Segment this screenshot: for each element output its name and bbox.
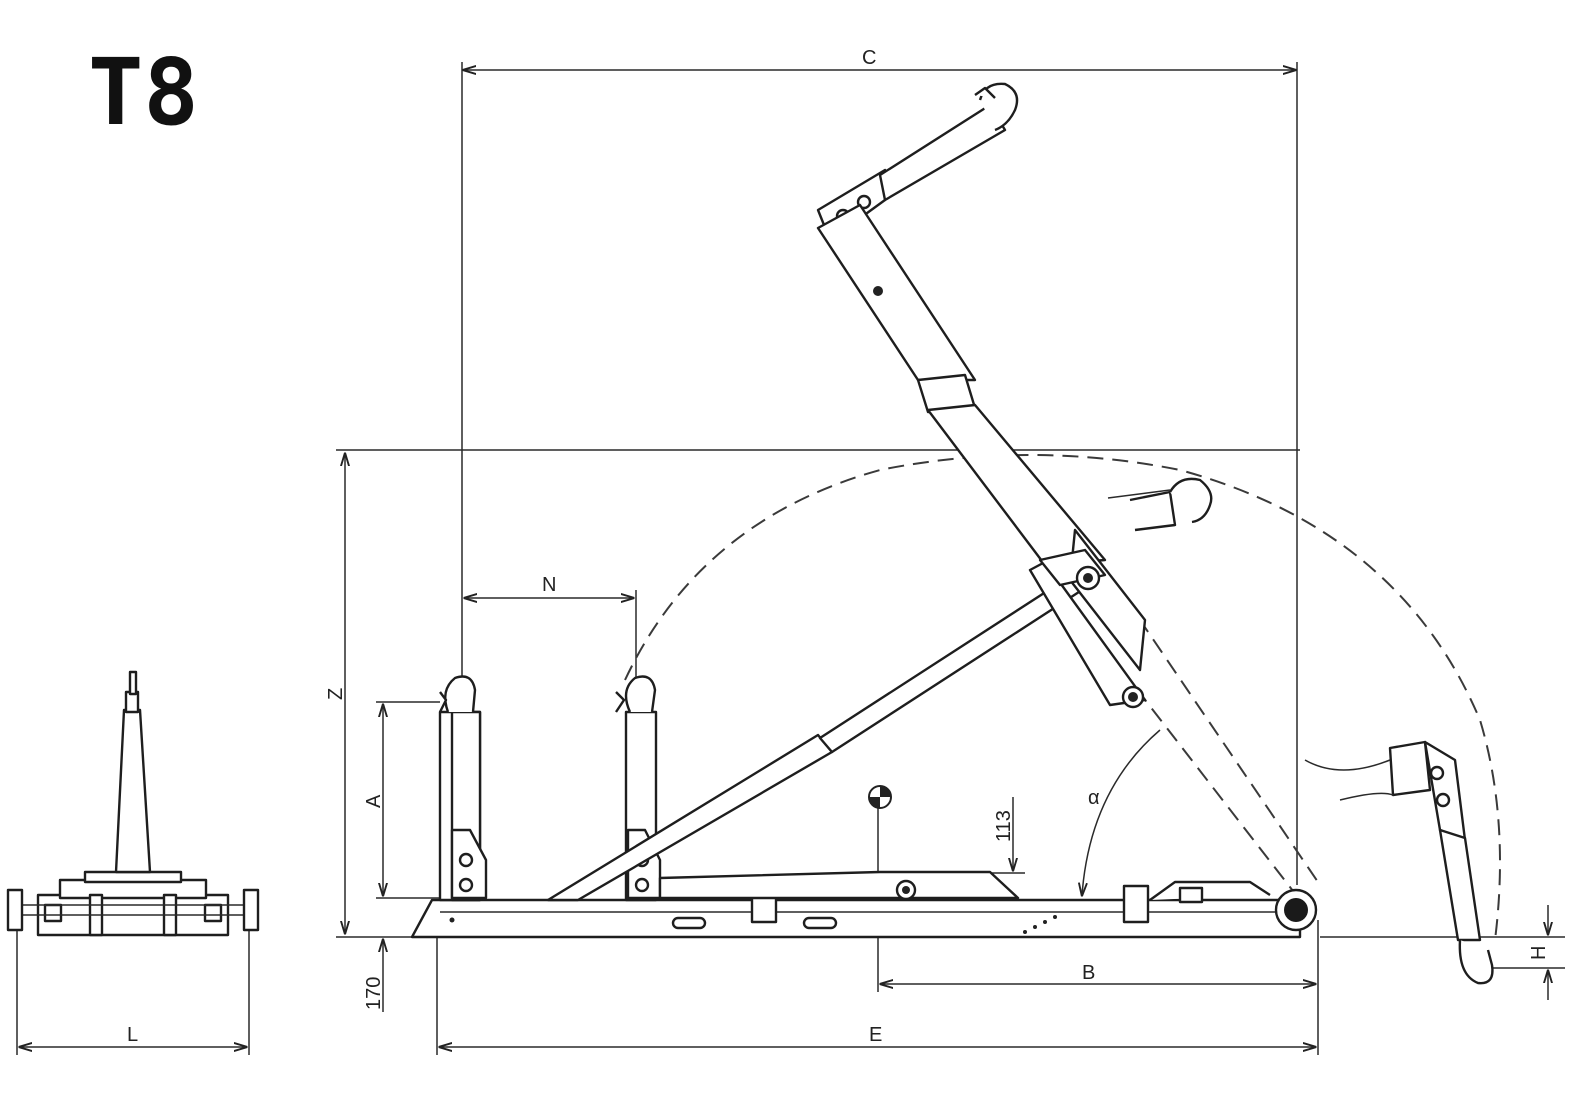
model-title: T8 xyxy=(88,39,199,146)
center-of-gravity-icon xyxy=(868,785,892,809)
hooklift-arm-raised xyxy=(816,82,1147,709)
angle-alpha: α xyxy=(1082,729,1161,895)
hook-intermediate-position xyxy=(1107,477,1213,532)
front-post-left xyxy=(438,675,488,902)
dim-label-b: B xyxy=(1082,962,1095,984)
front-view xyxy=(6,670,260,937)
dim-label-a: A xyxy=(363,794,385,808)
dim-label-h: H xyxy=(1528,946,1550,960)
rear-pivot-roller xyxy=(1149,880,1318,932)
slide-plate xyxy=(658,870,1020,901)
dimension-170: 170 xyxy=(336,936,430,1012)
dimension-a: A xyxy=(363,701,445,899)
dimension-l: L xyxy=(16,920,250,1055)
dim-label-e: E xyxy=(869,1024,882,1046)
dim-label-z: Z xyxy=(325,688,347,700)
dimension-z: Z xyxy=(325,449,1300,933)
dimension-h: H xyxy=(1320,905,1565,1000)
dim-label-l: L xyxy=(127,1024,138,1046)
dim-label-170: 170 xyxy=(363,977,385,1010)
hooklift-arm-lowered xyxy=(1304,740,1494,985)
dim-label-n: N xyxy=(542,574,556,596)
hydraulic-cylinder xyxy=(546,573,1084,902)
dim-label-113: 113 xyxy=(993,810,1015,842)
dimension-n: N xyxy=(465,574,637,690)
dimension-c: C xyxy=(461,47,1298,885)
angle-label-alpha: α xyxy=(1088,787,1100,809)
dim-label-c: C xyxy=(862,47,876,69)
